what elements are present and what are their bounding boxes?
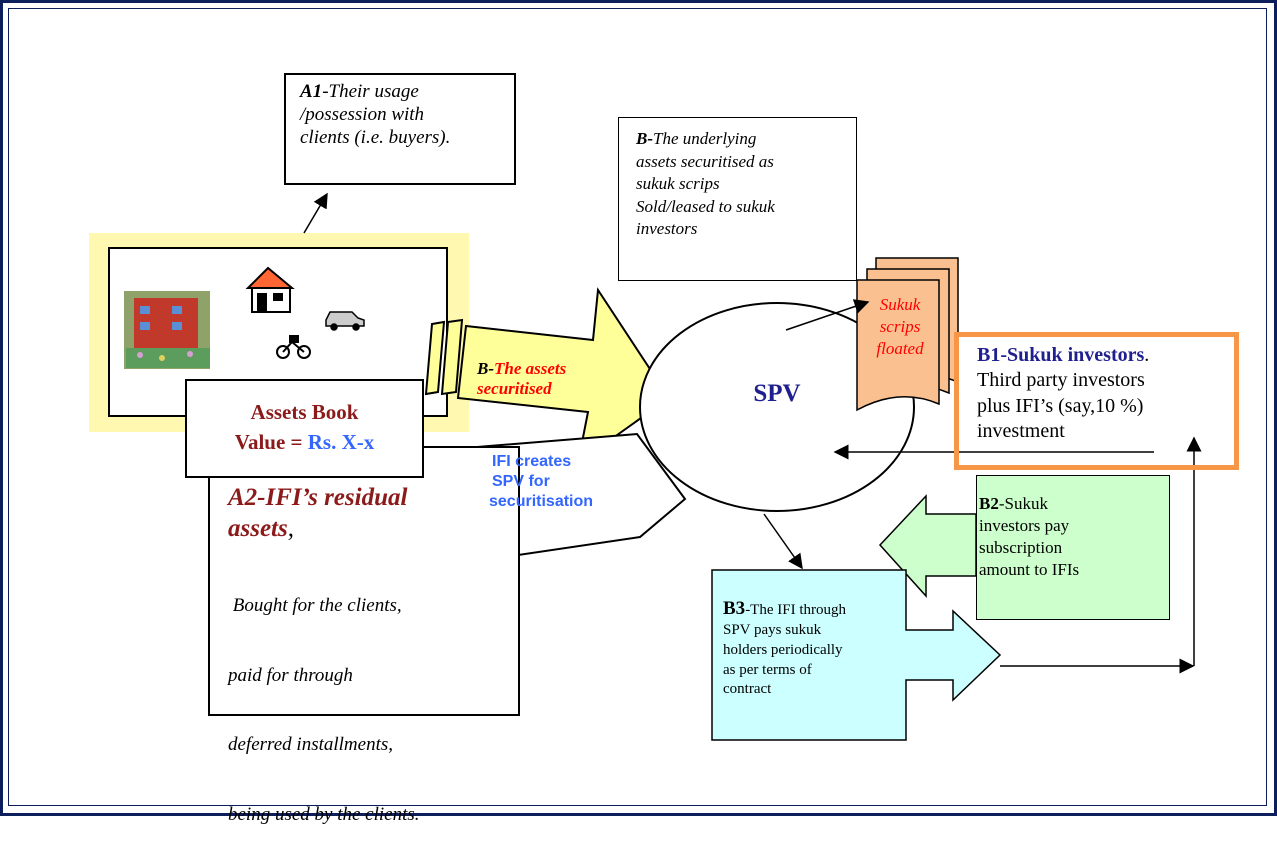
b2-line-3: subscription: [979, 538, 1063, 558]
b2-label: B2: [979, 494, 999, 513]
b-top-line-3: sukuk scrips: [636, 174, 720, 194]
b2-line-4: amount to IFIs: [979, 560, 1080, 580]
b-top-text: B-The underlying assets securitised as s…: [636, 128, 775, 241]
b3-line-3: holders periodically: [723, 641, 843, 658]
b3-line-1: -The IFI through: [745, 602, 846, 618]
a2-text: Bought for the clients, paid for through…: [228, 548, 420, 849]
a2-line-4: being used by the clients.: [228, 803, 420, 825]
assets-arrow-text: B-The assets securitised: [477, 359, 566, 400]
house-picture-icon: [124, 291, 210, 369]
b3-line-4: as per terms of: [723, 661, 812, 678]
a1-line-1: -Their usage: [322, 81, 419, 102]
outer-frame: [0, 0, 1277, 816]
b-top-line-2: assets securitised as: [636, 151, 774, 171]
b1-line-1: Third party investors: [977, 369, 1145, 392]
b-top-box: [618, 117, 857, 281]
b2-text: B2-Sukuk investors pay subscription amou…: [979, 493, 1079, 581]
book-value-text: Assets Book Value = Rs. X-x: [185, 397, 424, 458]
b-top-line-5: investors: [636, 219, 698, 239]
assets-arrow-line-2: securitised: [477, 379, 552, 399]
assets-icons: [124, 266, 365, 369]
b1-text: B1-Sukuk investors. Third party investor…: [977, 343, 1149, 445]
b-top-line-1: The underlying: [653, 129, 757, 148]
a2-title-line-2: assets: [228, 514, 288, 542]
b3-line-5: contract: [723, 681, 772, 698]
a2-line-3: deferred installments,: [228, 734, 393, 756]
house-icon: [245, 266, 295, 313]
b2-box: [976, 475, 1170, 620]
a1-line-3: clients (i.e. buyers).: [300, 127, 451, 149]
book-value-amount: Rs. X-x: [307, 430, 375, 455]
a2-box: [208, 446, 520, 716]
a1-text: A1-Their usage /possession with clients …: [300, 80, 450, 150]
b3-text: B3-The IFI through SPV pays sukuk holder…: [723, 596, 846, 700]
a1-line-2: /possession with: [300, 104, 425, 126]
assets-arrow-label: B-: [477, 359, 494, 378]
ifi-creates-line-3: securitisation: [489, 493, 594, 510]
b3-label: B3: [723, 598, 746, 619]
a2-line-2: paid for through: [228, 664, 353, 686]
a2-line-1: Bought for the clients,: [228, 595, 402, 617]
b-top-label: B-: [636, 129, 653, 148]
b2-line-2: investors pay: [979, 516, 1070, 536]
book-value-label: Value =: [234, 430, 308, 455]
ifi-creates-line-1: IFI creates: [492, 453, 572, 470]
a1-label: A1: [300, 81, 323, 102]
a2-comma: ,: [287, 514, 294, 542]
a2-title: A2-IFI’s residual assets,: [228, 483, 407, 544]
book-value-box: [185, 379, 424, 478]
assets-securitised-arrow: [456, 287, 671, 466]
inner-frame: [8, 8, 1267, 806]
spv-label: SPV: [753, 380, 801, 407]
motorcycle-icon: [276, 335, 311, 359]
sukuk-scrips-stack: [856, 257, 959, 412]
arrow-slats: [424, 318, 464, 396]
ifi-creates-text: IFI creates SPV for securitisation: [489, 452, 593, 512]
b-top-line-4: Sold/leased to sukuk: [636, 196, 775, 216]
b1-line-3: investment: [977, 420, 1065, 443]
assets-arrow-line-1: The assets: [494, 359, 567, 378]
car-icon: [325, 311, 365, 331]
b1-box: [954, 332, 1239, 470]
b1-period: .: [1144, 344, 1150, 366]
b2-line-1: -Sukuk: [998, 494, 1048, 513]
scrips-line-1: Sukuk: [879, 295, 921, 314]
b3-line-2: SPV pays sukuk: [723, 622, 822, 639]
scrips-line-2: scrips: [879, 317, 921, 337]
scrips-text: Sukuk scrips floated: [866, 294, 934, 360]
scrips-line-3: floated: [876, 339, 924, 359]
b3-shape: [711, 569, 1002, 741]
a2-title-line-1: A2-IFI’s residual: [228, 484, 408, 511]
b1-label: B1-Sukuk investors: [977, 344, 1145, 366]
ifi-creates-line-2: SPV for: [492, 473, 550, 490]
a1-box: [284, 73, 516, 185]
connectors: [303, 192, 1202, 674]
book-value-line-1: Assets Book: [250, 400, 359, 424]
b1-line-2: plus IFI’s (say,10 %): [977, 394, 1144, 417]
